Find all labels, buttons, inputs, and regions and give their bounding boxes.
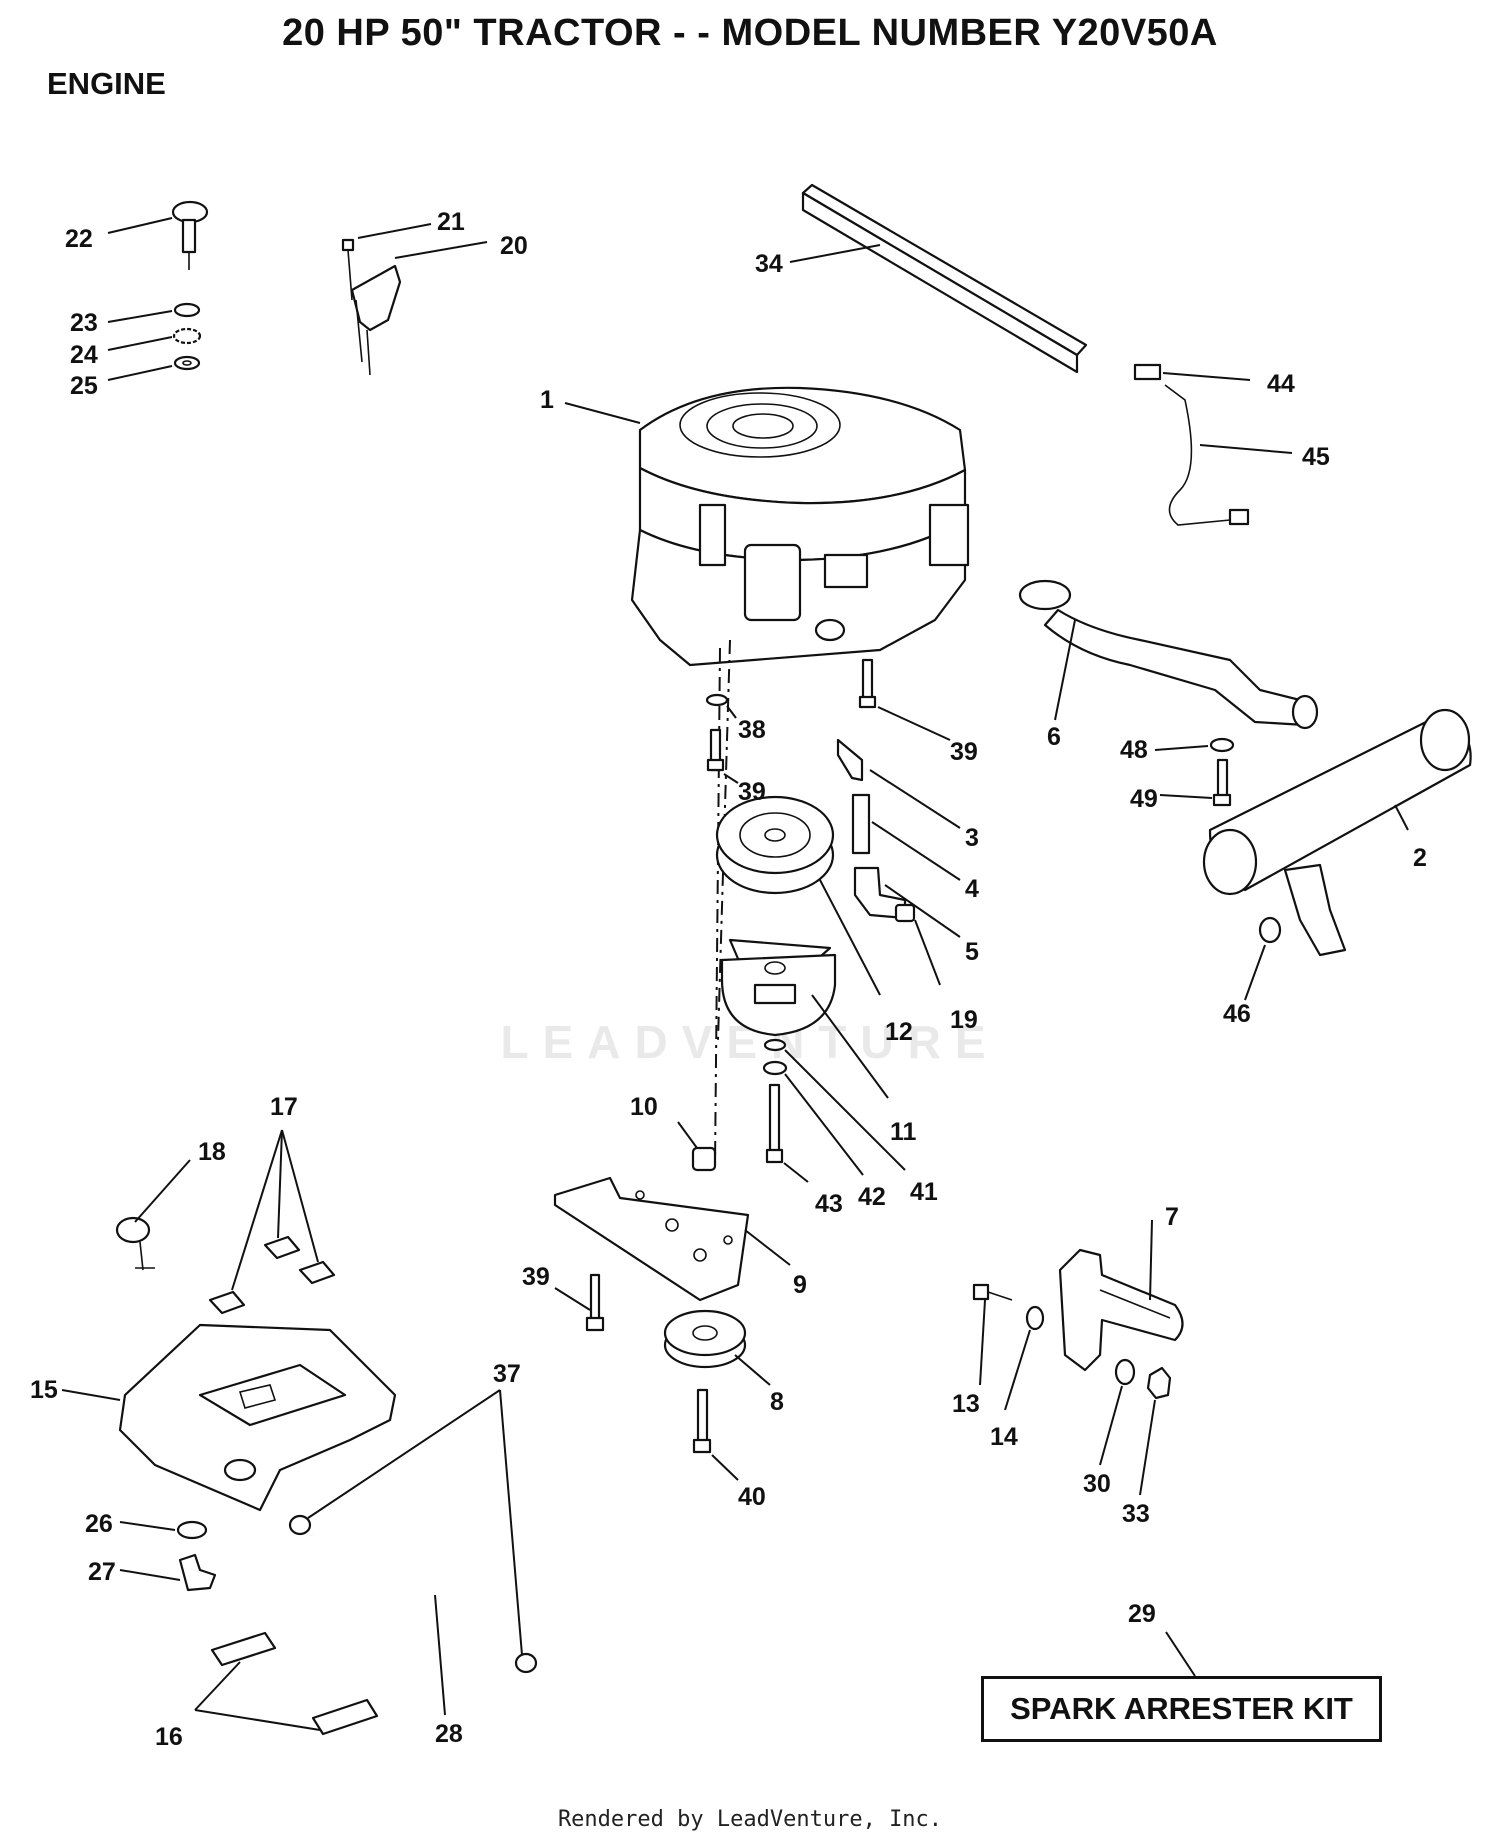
part-28-fuel-line bbox=[311, 1533, 522, 1716]
part-27-fitting bbox=[119, 1553, 217, 1592]
part-41-washer bbox=[763, 1038, 906, 1171]
callout-39a: 39 bbox=[738, 778, 766, 806]
callout-23: 23 bbox=[70, 309, 98, 337]
part-17-pad bbox=[208, 1129, 336, 1315]
callout-14: 14 bbox=[990, 1423, 1018, 1451]
callout-37: 37 bbox=[493, 1360, 521, 1388]
part-45-wire bbox=[1164, 384, 1293, 526]
part-23-washer bbox=[107, 302, 201, 323]
callout-28: 28 bbox=[435, 1720, 463, 1748]
section-heading: ENGINE bbox=[47, 66, 166, 101]
part-39-bolt bbox=[554, 1273, 605, 1332]
callout-46: 46 bbox=[1223, 1000, 1251, 1028]
callout-16: 16 bbox=[155, 1723, 183, 1751]
part-40-bolt bbox=[692, 1388, 739, 1481]
callout-26: 26 bbox=[85, 1510, 113, 1538]
callout-48: 48 bbox=[1120, 736, 1148, 764]
callout-49: 49 bbox=[1130, 785, 1158, 813]
callout-39c: 39 bbox=[522, 1263, 550, 1291]
callout-40: 40 bbox=[738, 1483, 766, 1511]
part-14-washer bbox=[1004, 1305, 1045, 1411]
callout-42: 42 bbox=[858, 1183, 886, 1211]
callout-2: 2 bbox=[1413, 844, 1427, 872]
part-20-bracket bbox=[350, 241, 488, 376]
callout-5: 5 bbox=[965, 938, 979, 966]
callout-17: 17 bbox=[270, 1093, 298, 1121]
callout-20: 20 bbox=[500, 232, 528, 260]
callout-29: 29 bbox=[1128, 1600, 1156, 1628]
callout-25: 25 bbox=[70, 372, 98, 400]
callout-13: 13 bbox=[952, 1390, 980, 1418]
part-8-idler-pulley bbox=[663, 1309, 771, 1386]
callout-labels: 1 2 3 4 5 6 7 8 9 10 11 12 13 14 15 16 1… bbox=[30, 208, 1427, 1751]
callout-3: 3 bbox=[965, 824, 979, 852]
part-2-muffler bbox=[1202, 708, 1472, 957]
callout-11: 11 bbox=[890, 1118, 917, 1146]
part-13-bolt bbox=[972, 1283, 1013, 1386]
callout-39b: 39 bbox=[950, 738, 978, 766]
callout-45: 45 bbox=[1302, 443, 1330, 471]
part-12-pulley bbox=[715, 795, 881, 996]
part-24-lockwasher bbox=[107, 327, 202, 351]
callout-30: 30 bbox=[1083, 1470, 1111, 1498]
part-19-cap bbox=[894, 903, 941, 986]
part-39-bolt bbox=[858, 658, 951, 741]
callout-19: 19 bbox=[950, 1006, 978, 1034]
part-42-washer bbox=[762, 1060, 864, 1176]
part-15-fuel-tank bbox=[61, 1323, 397, 1512]
part-6-exhaust-pipe bbox=[1018, 579, 1319, 730]
part-33-nut bbox=[1139, 1366, 1172, 1496]
callout-18: 18 bbox=[198, 1138, 226, 1166]
callout-1: 1 bbox=[540, 386, 554, 414]
callout-9: 9 bbox=[793, 1271, 807, 1299]
part-37-clamp bbox=[288, 1389, 538, 1674]
callout-22: 22 bbox=[65, 225, 93, 253]
center-line bbox=[714, 647, 721, 1166]
callout-4: 4 bbox=[965, 875, 979, 903]
footer-credit: Rendered by LeadVenture, Inc. bbox=[557, 1807, 943, 1832]
callout-7: 7 bbox=[1165, 1203, 1179, 1231]
page-title: 20 HP 50" TRACTOR - - MODEL NUMBER Y20V5… bbox=[282, 12, 1218, 54]
callout-12: 12 bbox=[885, 1018, 913, 1046]
callout-6: 6 bbox=[1047, 723, 1061, 751]
part-49-bolt bbox=[1159, 758, 1232, 807]
part-3-hose bbox=[836, 738, 961, 829]
callout-33: 33 bbox=[1122, 1500, 1150, 1528]
part-4-tube bbox=[851, 793, 961, 881]
callout-8: 8 bbox=[770, 1388, 784, 1416]
part-16-pad bbox=[194, 1631, 379, 1736]
part-5-elbow bbox=[853, 866, 961, 938]
callout-34: 34 bbox=[755, 250, 783, 278]
part-43-bolt bbox=[765, 1083, 809, 1183]
part-30-washer bbox=[1099, 1358, 1136, 1466]
part-44-screw bbox=[1133, 363, 1251, 381]
part-46-washer bbox=[1244, 916, 1282, 1001]
part-25-washer bbox=[107, 355, 201, 381]
callout-41: 41 bbox=[910, 1178, 938, 1206]
part-48-washer bbox=[1154, 737, 1235, 753]
part-21-screw bbox=[341, 223, 432, 301]
part-10-spacer bbox=[677, 1121, 717, 1172]
part-9-bracket bbox=[553, 1176, 791, 1302]
part-34-bar bbox=[789, 183, 1088, 374]
part-11-clutch bbox=[720, 938, 889, 1099]
part-29-leader bbox=[1165, 1631, 1196, 1677]
callout-43: 43 bbox=[815, 1190, 843, 1218]
part-26-grommet bbox=[119, 1520, 208, 1540]
spark-arrester-kit-box: SPARK ARRESTER KIT bbox=[981, 1676, 1382, 1742]
callout-21: 21 bbox=[437, 208, 465, 236]
callout-27: 27 bbox=[88, 1558, 116, 1586]
callout-15: 15 bbox=[30, 1376, 58, 1404]
part-22-knob bbox=[107, 200, 209, 270]
callout-44: 44 bbox=[1267, 370, 1295, 398]
part-7-bracket bbox=[1058, 1219, 1184, 1372]
callout-10: 10 bbox=[630, 1093, 658, 1121]
callout-24: 24 bbox=[70, 341, 98, 369]
part-38-washer bbox=[705, 693, 737, 719]
part-18-cap bbox=[115, 1159, 191, 1271]
callout-38: 38 bbox=[738, 716, 766, 744]
part-39-bolt bbox=[706, 728, 739, 784]
part-1-engine bbox=[564, 386, 970, 667]
